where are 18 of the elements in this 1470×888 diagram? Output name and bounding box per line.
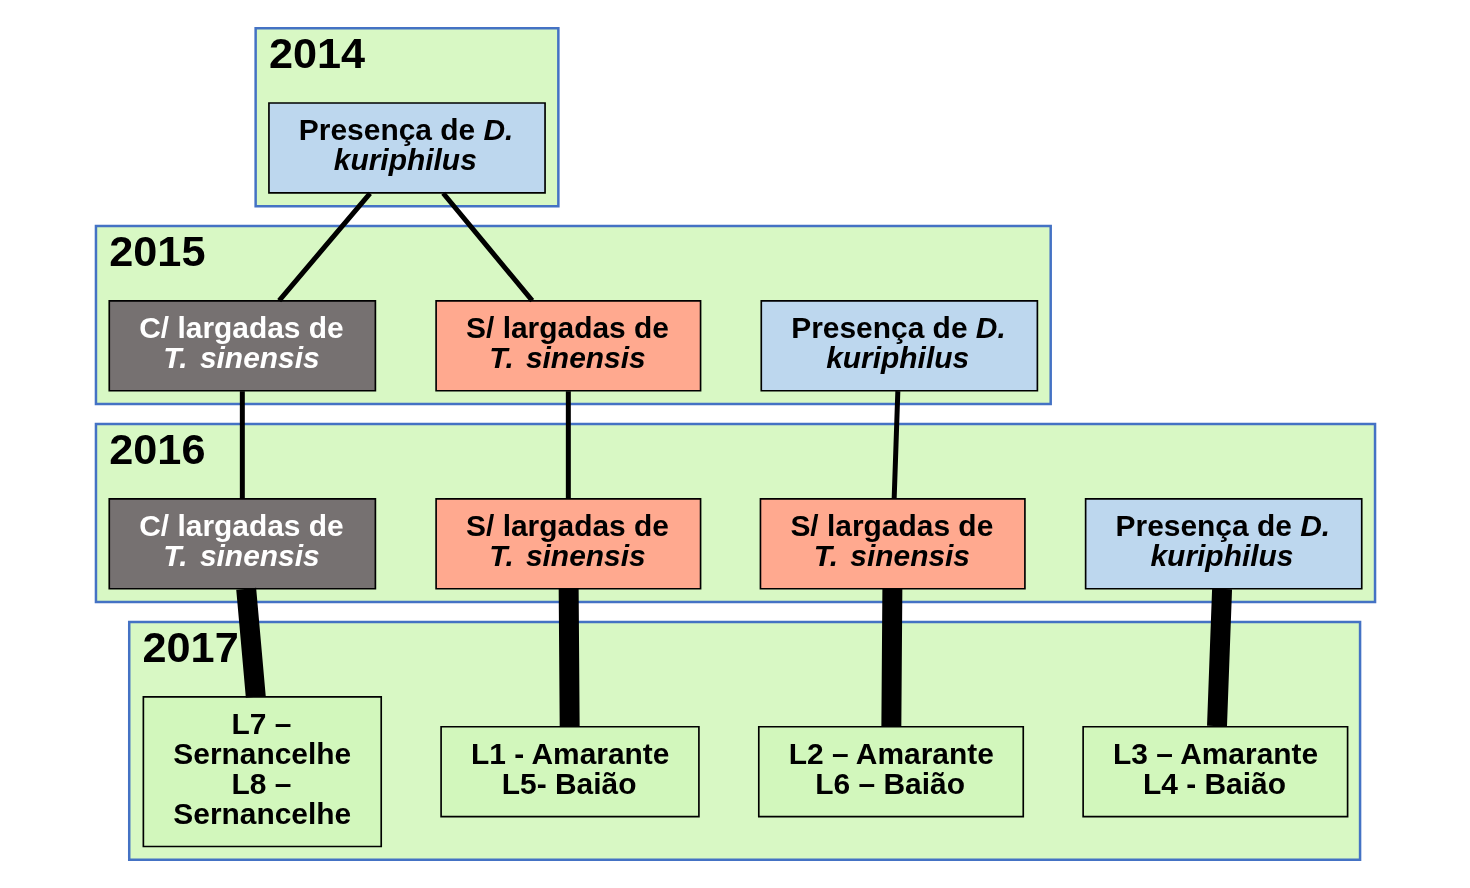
node-box: C/ largadas de T. sinensis: [107, 498, 376, 590]
connector: [880, 588, 902, 727]
node-box: L1 - Amarante L5- Baião: [439, 725, 700, 818]
connector: [558, 588, 580, 727]
connector: [565, 391, 571, 499]
connector: [239, 391, 245, 499]
node-box: L2 – Amarante L6 – Baião: [757, 725, 1024, 818]
node-box: S/ largadas de T. sinensis: [434, 498, 701, 590]
node-box: S/ largadas de T. sinensis: [759, 498, 1026, 590]
node-box: L7 – Sernancelhe L8 – Sernancelhe: [142, 696, 382, 848]
node-box: Presença de D. kuriphilus: [1084, 498, 1363, 590]
connector: [891, 391, 900, 499]
node-box: Presença de D. kuriphilus: [267, 102, 546, 194]
node-box: Presença de D. kuriphilus: [759, 300, 1038, 392]
node-box: C/ largadas de T. sinensis: [107, 300, 376, 392]
node-box: L3 – Amarante L4 - Baião: [1081, 725, 1348, 818]
node-box: S/ largadas de T. sinensis: [434, 300, 701, 392]
connector: [1206, 588, 1232, 727]
